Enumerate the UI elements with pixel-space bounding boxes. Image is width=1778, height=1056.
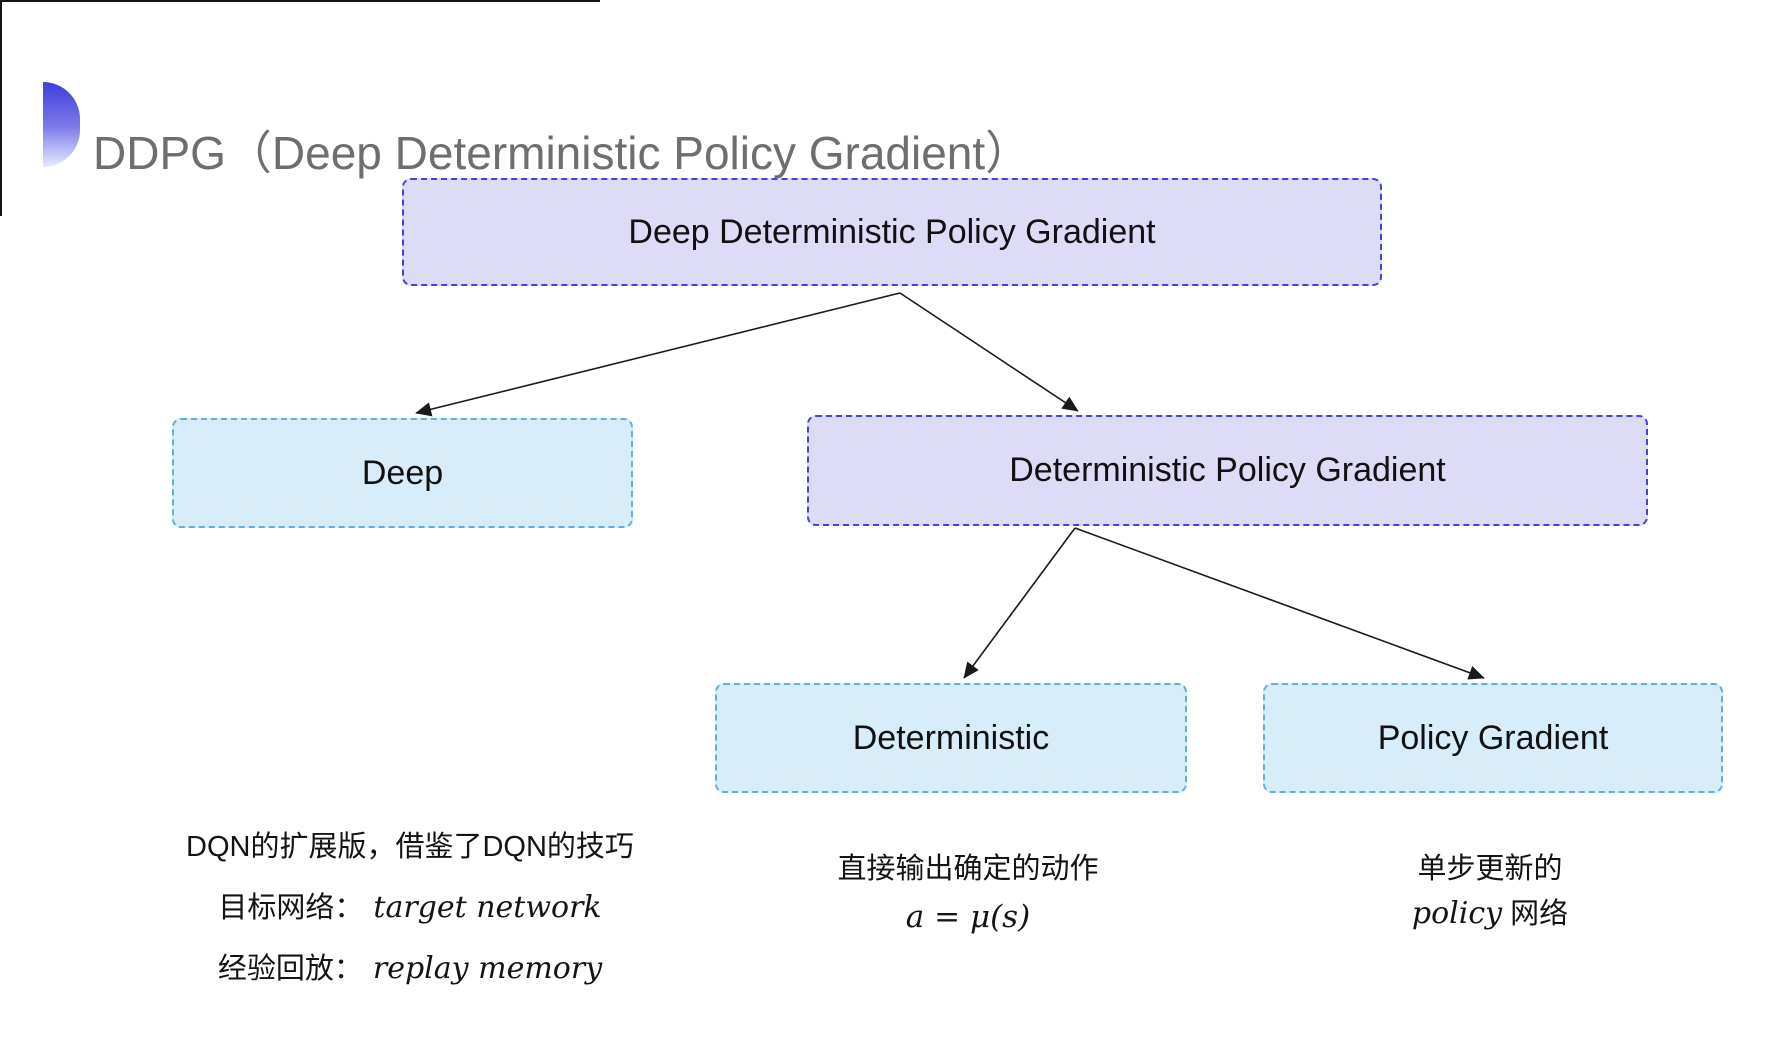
note-deterministic-formula: a = μ(s) (905, 899, 1031, 935)
tree-node-deterministic: Deterministic (715, 683, 1187, 793)
arrow-root-to-deep (415, 292, 901, 417)
note-deep-line2-term: target network (373, 890, 602, 925)
arrow-root-to-dpg (899, 292, 1079, 412)
note-deep-line2: 目标网络： target network (110, 889, 710, 927)
window-top-edge-line (0, 0, 600, 2)
tree-node-dpg-label: Deterministic Policy Gradient (1009, 451, 1446, 489)
tree-node-deterministic-policy-gradient: Deterministic Policy Gradient (807, 415, 1648, 526)
note-deep-line3-term: replay memory (372, 951, 603, 986)
note-deterministic-line1: 直接输出确定的动作 (837, 853, 1099, 885)
tree-node-deterministic-label: Deterministic (852, 718, 1050, 757)
tree-node-deep: Deep (172, 418, 633, 528)
note-policy-gradient-term: policy (1411, 896, 1503, 931)
note-block-policy-gradient: 单步更新的 policy 网络 (1300, 850, 1680, 940)
tree-node-root-label: Deep Deterministic Policy Gradient (628, 212, 1156, 251)
tree-node-deep-label: Deep (361, 453, 444, 492)
window-left-edge-line (0, 0, 2, 216)
arrow-dpg-to-deterministic (963, 527, 1076, 679)
note-policy-gradient-rest: 网络 (1502, 898, 1569, 930)
page-title: DDPG（Deep Deterministic Policy Gradient） (93, 126, 1032, 179)
note-block-deep: DQN的扩展版，借鉴了DQN的技巧 目标网络： target network 经验… (110, 828, 710, 1011)
note-deep-line3-label: 经验回放： (217, 953, 363, 985)
tree-node-policy-gradient: Policy Gradient (1263, 683, 1723, 793)
note-block-deterministic: 直接输出确定的动作 a = μ(s) (778, 850, 1158, 937)
note-policy-gradient-line1: 单步更新的 (1417, 853, 1563, 885)
note-policy-gradient-line2: policy 网络 (1300, 895, 1680, 933)
arrow-dpg-to-policy-gradient (1074, 527, 1485, 680)
note-deep-line3: 经验回放： replay memory (110, 950, 710, 988)
tree-node-root: Deep Deterministic Policy Gradient (402, 178, 1382, 286)
note-deep-line1: DQN的扩展版，借鉴了DQN的技巧 (186, 831, 634, 863)
tree-node-policy-gradient-label: Policy Gradient (1377, 718, 1609, 757)
note-deep-line2-label: 目标网络： (218, 892, 364, 924)
